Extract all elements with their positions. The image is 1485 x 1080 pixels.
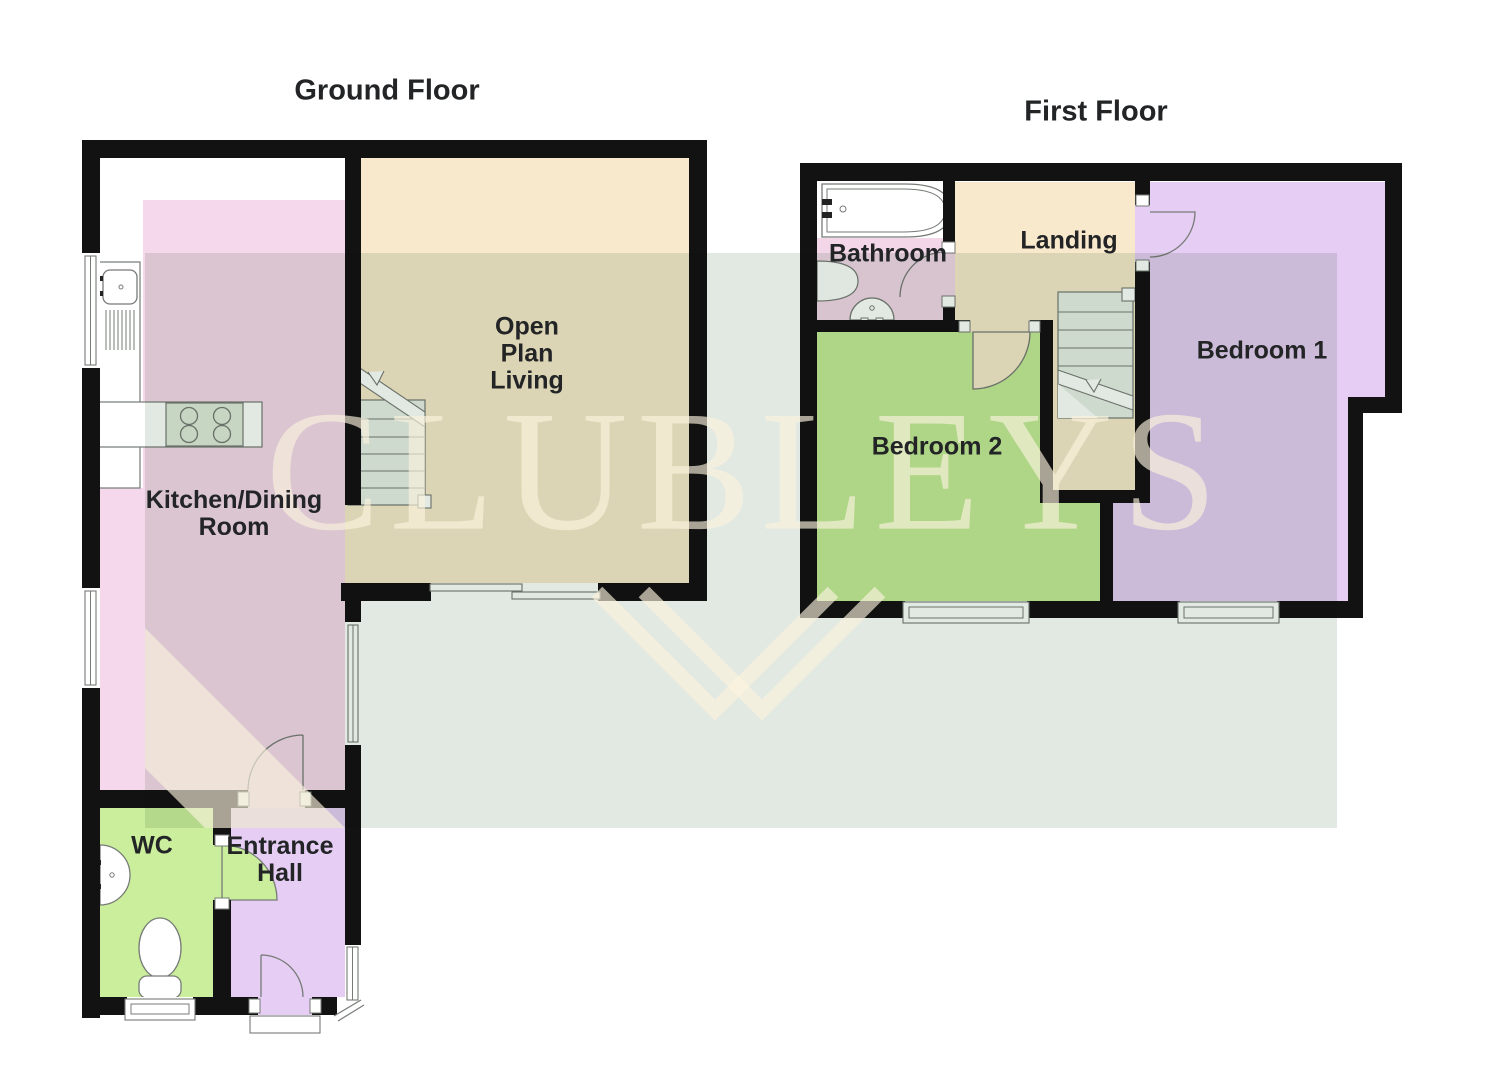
label-line: Living	[490, 366, 564, 395]
label-line: Hall	[257, 859, 303, 887]
door-gap	[258, 997, 312, 1015]
label-line: Landing	[1020, 226, 1118, 255]
basin-drain-icon	[109, 872, 115, 878]
label-open-plan-living: Open Plan Living	[490, 312, 564, 395]
label-line: Bedroom 1	[1196, 336, 1328, 365]
toilet	[138, 917, 182, 979]
door-jamb	[214, 834, 230, 847]
door-jamb	[309, 998, 322, 1014]
toilet-cistern	[138, 975, 182, 999]
wall	[1348, 397, 1402, 413]
label-entrance-hall: Entrance Hall	[227, 833, 334, 887]
label-wc: WC	[131, 831, 173, 860]
watermark-stripe	[145, 628, 345, 828]
door-gap	[1135, 205, 1150, 262]
label-bedroom-1: Bedroom 1	[1196, 336, 1328, 365]
label-line: WC	[131, 831, 173, 860]
label-line: Bedroom 2	[871, 432, 1003, 461]
label-landing: Landing	[1020, 226, 1118, 255]
wall	[82, 140, 707, 158]
ground-floor-title: Ground Floor	[294, 74, 480, 107]
bath-drain-icon	[839, 205, 847, 213]
kitchen-sink	[102, 269, 138, 305]
sink-drainer-icon	[105, 310, 135, 350]
chevron-icon	[591, 586, 886, 721]
door-jamb	[248, 998, 261, 1014]
window	[333, 999, 362, 1017]
bath-tub	[821, 183, 952, 238]
label-bedroom-2: Bedroom 2	[871, 432, 1003, 461]
door-arc	[221, 844, 278, 901]
label-line: Open	[495, 312, 559, 341]
wall	[193, 997, 258, 1015]
label-bathroom: Bathroom	[828, 239, 948, 268]
tap-icon	[822, 199, 832, 205]
wall	[1385, 163, 1402, 413]
wall	[82, 997, 127, 1015]
label-line: Bathroom	[828, 239, 948, 268]
wall	[800, 163, 1402, 181]
door-arc	[260, 954, 304, 998]
ground-windows	[82, 253, 601, 1034]
label-line: Entrance	[226, 832, 334, 860]
wall	[213, 900, 231, 997]
tap-icon	[822, 212, 832, 218]
label-line: Plan	[500, 339, 554, 368]
door-jamb	[1135, 194, 1150, 207]
entrance-step	[249, 1015, 321, 1034]
first-floor-title: First Floor	[1024, 95, 1168, 128]
window	[337, 1004, 365, 1022]
watermark-band	[145, 253, 1337, 828]
sink-drain-icon	[118, 284, 124, 290]
wash-basin	[99, 844, 131, 906]
window	[130, 1003, 190, 1015]
wall	[1348, 413, 1363, 618]
label-line: Kitchen/Dining	[145, 486, 323, 514]
door-jamb	[214, 897, 230, 910]
watermark-logo	[145, 586, 886, 828]
wall	[943, 163, 955, 252]
label-kitchen-dining: Kitchen/Dining Room	[146, 487, 322, 541]
label-line: Room	[198, 513, 270, 541]
